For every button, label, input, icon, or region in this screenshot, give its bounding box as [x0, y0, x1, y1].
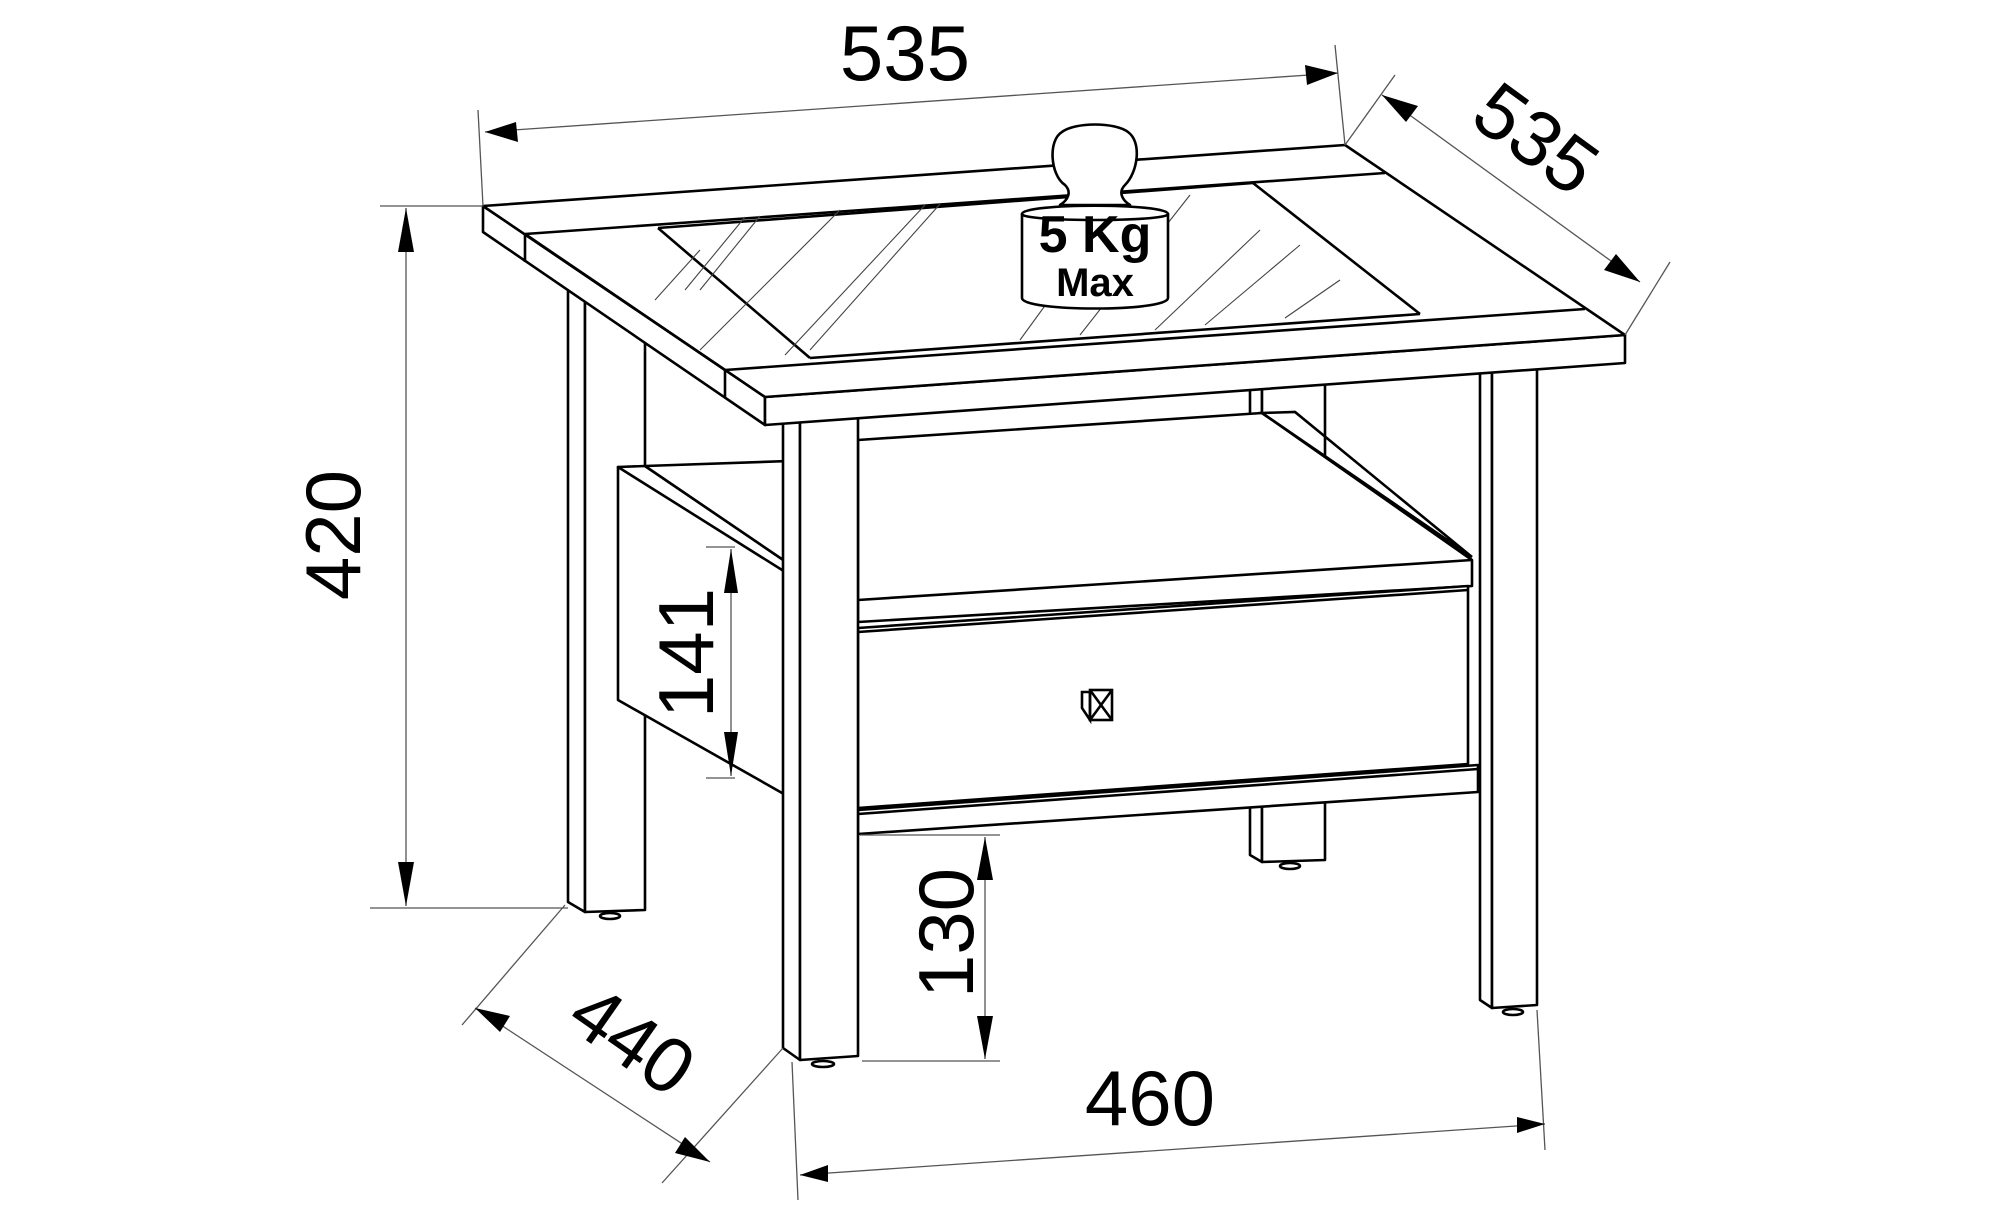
- left-side-panel: [616, 458, 820, 804]
- dim-top-width: 535: [477, 9, 1346, 207]
- weight-label: Max: [1056, 261, 1134, 305]
- dim-leg-width-span: 460: [791, 1009, 1546, 1201]
- front-right-leg: [1478, 363, 1539, 1017]
- weight-limit-icon: 5 Kg Max: [1020, 123, 1170, 310]
- dim-leg-depth-span: 440: [461, 904, 784, 1184]
- front-left-leg: [781, 416, 860, 1069]
- dim-leg-width-span-label: 460: [1085, 1054, 1215, 1142]
- dim-floor-clearance: 130: [860, 834, 1000, 1062]
- dim-total-height: 420: [289, 205, 568, 909]
- dim-shelf-opening: 141: [642, 546, 738, 779]
- drawer-knob-icon: [1080, 688, 1114, 725]
- drawer: [856, 584, 1480, 836]
- dim-shelf-opening-label: 141: [642, 588, 730, 718]
- dim-top-width-label: 535: [840, 9, 970, 97]
- dim-total-height-label: 420: [289, 470, 377, 600]
- weight-value: 5 Kg: [1039, 206, 1152, 264]
- dim-leg-depth-span-label: 440: [554, 966, 711, 1113]
- dim-top-depth-label: 535: [1458, 65, 1615, 213]
- shelf: [856, 410, 1474, 624]
- dim-floor-clearance-label: 130: [902, 868, 990, 998]
